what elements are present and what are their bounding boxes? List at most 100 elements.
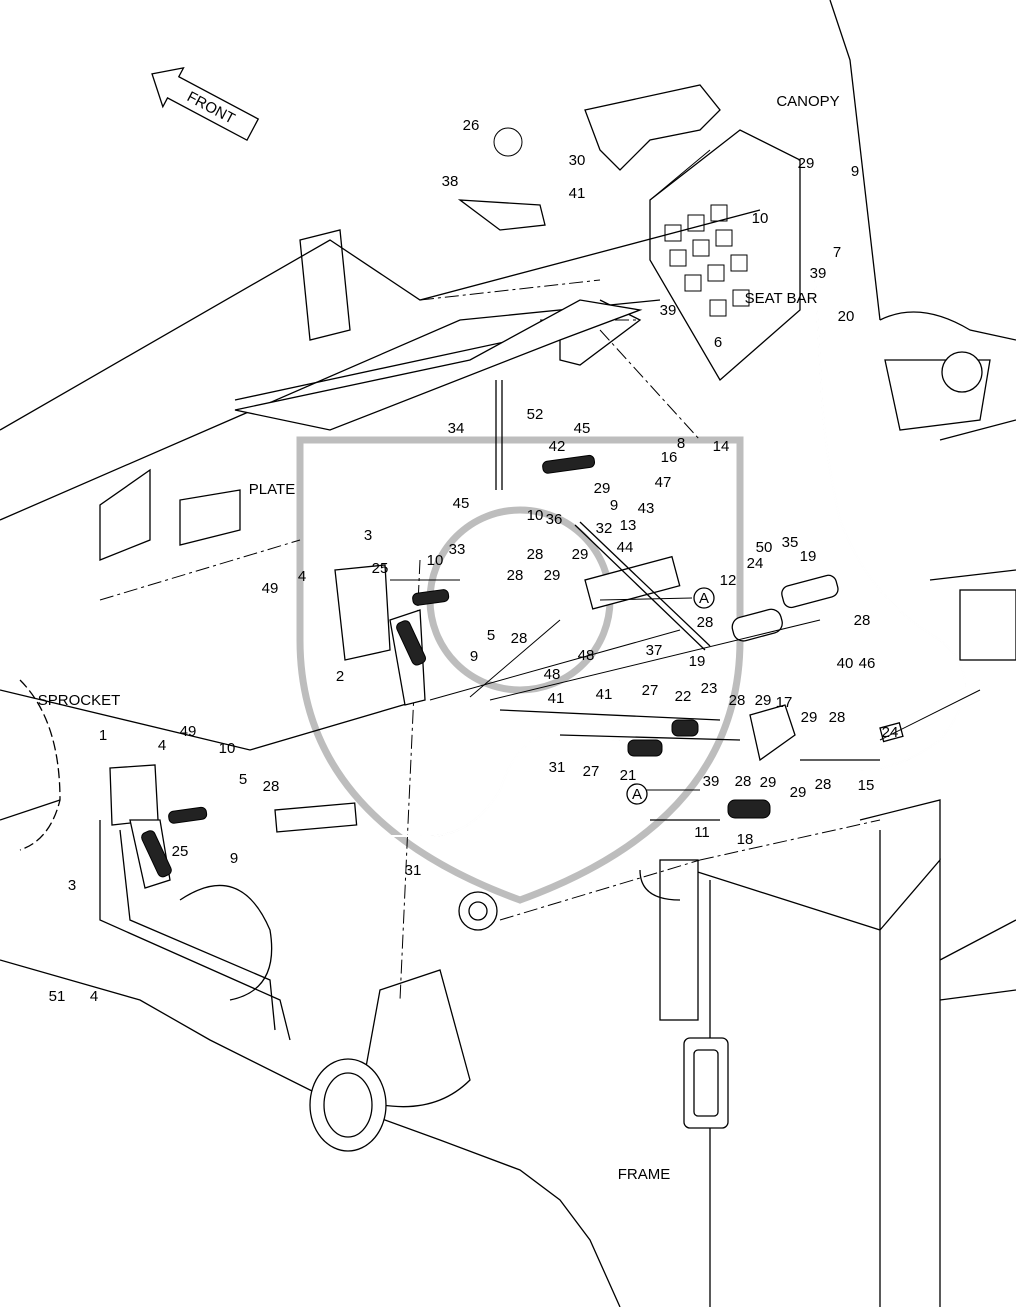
callout-number: 44: [617, 539, 634, 556]
callout-number: 29: [755, 692, 772, 709]
sprocket-label: SPROCKET: [38, 692, 121, 709]
callout-number: 28: [527, 546, 544, 563]
control-cables: [19, 279, 966, 851]
callout-number: 7: [833, 244, 841, 261]
callout-number: 31: [405, 862, 422, 879]
callout-number: 43: [638, 500, 655, 517]
callout-number: 39: [810, 265, 827, 282]
callout-number: 15: [858, 777, 875, 794]
callout-number: 45: [574, 420, 591, 437]
canopy-bracket: [584, 84, 801, 382]
callout-number: 29: [544, 567, 561, 584]
callout-number: 39: [660, 302, 677, 319]
callout-number: 28: [511, 630, 528, 647]
callout-number: 11: [694, 824, 710, 841]
callout-number: 18: [737, 831, 754, 848]
callout-number: 25: [172, 843, 189, 860]
callout-number: 1: [99, 727, 107, 744]
callout-number: 3: [68, 877, 76, 894]
callout-number: 12: [720, 572, 737, 589]
callout-number: 3: [364, 527, 372, 544]
callout-number: 28: [697, 614, 714, 631]
callout-number: 29: [594, 480, 611, 497]
callout-number: 36: [546, 511, 563, 528]
callout-number: 8: [677, 435, 685, 452]
callout-number: 10: [219, 740, 236, 757]
callout-number: 28: [854, 612, 871, 629]
callout-number: 21: [620, 767, 637, 784]
callout-number: 13: [620, 517, 637, 534]
callout-number: 41: [596, 686, 613, 703]
callout-number: 9: [851, 163, 859, 180]
callout-number: 6: [714, 334, 722, 351]
callout-number: 48: [544, 666, 561, 683]
leader-lines: [390, 149, 981, 791]
canopy-label: CANOPY: [776, 93, 839, 110]
callout-number: 25: [372, 560, 389, 577]
callout-number: 9: [610, 497, 618, 514]
callout-number: 24: [747, 555, 764, 572]
callout-number: 19: [689, 653, 706, 670]
callout-number: 52: [527, 406, 544, 423]
callout-number: 26: [463, 117, 480, 134]
callout-number: 16: [661, 449, 678, 466]
callout-number: 33: [449, 541, 466, 558]
callout-number: 47: [655, 474, 672, 491]
callout-number: 35: [782, 534, 799, 551]
callout-number: 45: [453, 495, 470, 512]
callout-number: 28: [815, 776, 832, 793]
callout-number: 10: [527, 507, 544, 524]
callout-number: 34: [448, 420, 465, 437]
callout-number: 9: [470, 648, 478, 665]
callout-number: 28: [729, 692, 746, 709]
callout-number: 49: [262, 580, 279, 597]
svg-text:A: A: [632, 786, 642, 803]
callout-number: 30: [569, 152, 586, 169]
springs: [141, 454, 771, 878]
callout-number: 39: [703, 773, 720, 790]
callout-number: 32: [596, 520, 613, 537]
callout-number: 22: [675, 688, 692, 705]
callout-number: 40: [837, 655, 854, 672]
callout-number: 14: [713, 438, 730, 455]
frame-label: FRAME: [618, 1166, 671, 1183]
callout-number: 51: [49, 988, 66, 1005]
callout-number: 9: [230, 850, 238, 867]
callout-number: 49: [180, 723, 197, 740]
callout-number: 10: [752, 210, 769, 227]
callout-number: 29: [798, 155, 815, 172]
reference-marker-a: A: [693, 587, 715, 609]
callout-number: 28: [507, 567, 524, 584]
callout-number: 50: [756, 539, 773, 556]
callout-number: 41: [548, 690, 565, 707]
callout-number: 2: [336, 668, 344, 685]
callout-number: 29: [801, 709, 818, 726]
callout-number: 4: [298, 568, 306, 585]
callout-number: 23: [701, 680, 718, 697]
callout-number: 27: [642, 682, 659, 699]
callout-number: 29: [572, 546, 589, 563]
front-arrow: FRONT: [151, 67, 260, 142]
callout-number: 48: [578, 647, 595, 664]
callout-number: 19: [800, 548, 817, 565]
callout-number: 46: [859, 655, 876, 672]
callout-number: 37: [646, 642, 663, 659]
callout-number: 5: [487, 627, 495, 644]
callout-number: 28: [829, 709, 846, 726]
callout-number: 38: [442, 173, 459, 190]
callout-number: 29: [760, 774, 777, 791]
callout-number: 10: [427, 552, 444, 569]
reference-marker-a: A: [626, 783, 648, 805]
callout-number: 28: [735, 773, 752, 790]
callout-number: 4: [158, 737, 166, 754]
seat-bar-label: SEAT BAR: [745, 290, 818, 307]
callout-number: 31: [549, 759, 566, 776]
watermark-logo: [296, 436, 744, 904]
callout-number: 4: [90, 988, 98, 1005]
plate-label: PLATE: [249, 481, 295, 498]
callout-number: 41: [569, 185, 586, 202]
